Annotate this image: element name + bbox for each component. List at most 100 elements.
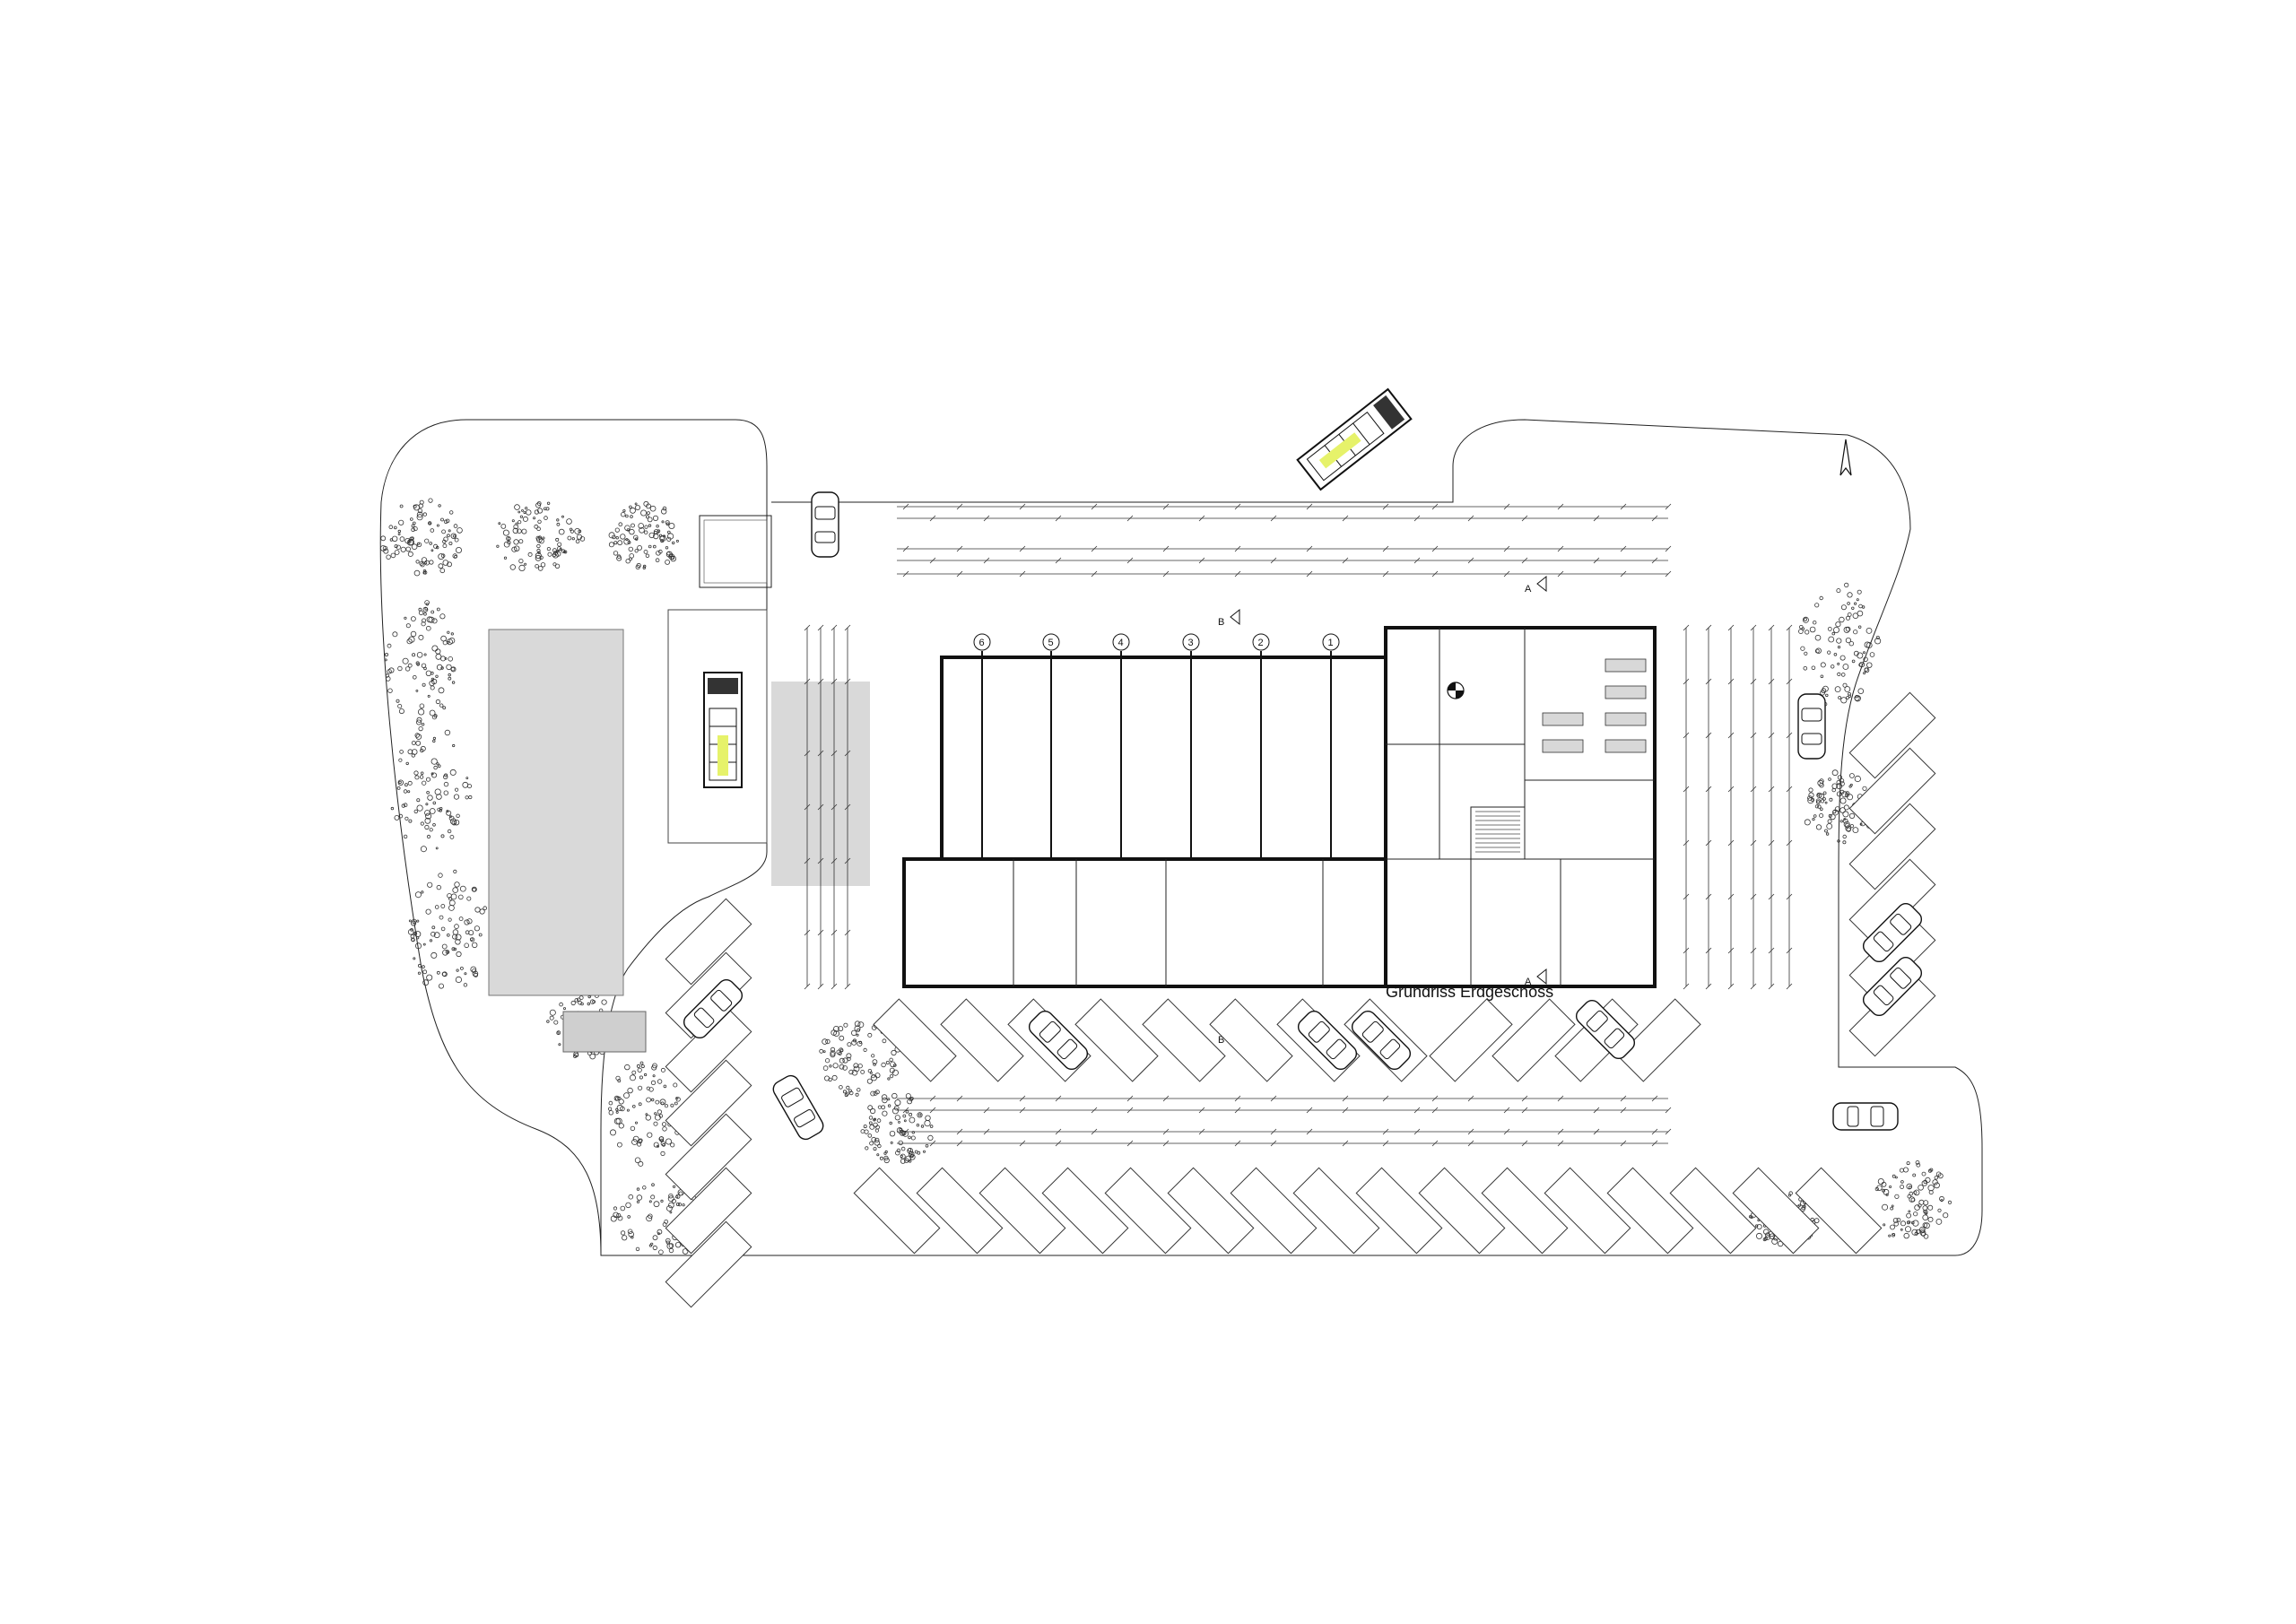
shrub xyxy=(1857,688,1865,694)
parking-space xyxy=(665,898,752,986)
shrub xyxy=(429,939,433,942)
shrub xyxy=(435,699,440,705)
shrub xyxy=(390,806,395,811)
dimension-tick xyxy=(1786,786,1793,793)
dimension-tick xyxy=(1467,1140,1474,1147)
shrub xyxy=(437,764,441,768)
shrub xyxy=(440,904,446,908)
dimension-tick xyxy=(1234,545,1241,552)
shrub xyxy=(1810,797,1815,803)
shrub xyxy=(448,899,456,907)
shrub xyxy=(832,1063,839,1069)
dimension-tick xyxy=(1467,557,1474,564)
shrub xyxy=(428,521,432,525)
dimension-tick xyxy=(1557,570,1564,578)
shrub xyxy=(648,524,652,527)
shrub xyxy=(407,780,413,786)
dimension-tick xyxy=(831,678,838,685)
shrub xyxy=(891,1069,899,1076)
shrub xyxy=(873,1063,876,1066)
shrub xyxy=(436,607,440,612)
shrub xyxy=(507,540,511,545)
shrub xyxy=(399,536,405,542)
dimension-tick xyxy=(817,857,824,864)
shrub xyxy=(900,1159,906,1164)
shrub xyxy=(416,936,420,940)
shrub xyxy=(540,562,546,568)
dimension-tick xyxy=(1126,515,1134,522)
axis-bubble xyxy=(973,633,991,651)
shrub xyxy=(416,543,420,546)
shrub xyxy=(418,634,424,640)
shrub xyxy=(613,1095,620,1101)
shrub xyxy=(894,1115,900,1121)
shrub xyxy=(518,539,524,544)
shrub xyxy=(825,1038,831,1045)
shrub xyxy=(1831,787,1836,793)
shrub xyxy=(411,741,416,745)
shrub xyxy=(1825,832,1830,836)
shrub xyxy=(642,1185,647,1190)
shrub xyxy=(871,1054,875,1058)
shrub xyxy=(1755,1224,1759,1228)
dimension-tick xyxy=(1651,1095,1658,1102)
shrub xyxy=(454,554,457,559)
dimension-tick xyxy=(1019,1095,1026,1102)
shrub xyxy=(1866,642,1873,648)
shrub xyxy=(1840,673,1846,677)
shrub xyxy=(453,820,460,826)
dimension-tick xyxy=(1126,1140,1134,1147)
shrub xyxy=(439,613,446,620)
shrub xyxy=(416,804,423,812)
shrub xyxy=(631,523,635,528)
shrub xyxy=(873,1147,877,1151)
dimension-tick xyxy=(1786,983,1793,990)
shrub xyxy=(882,1097,888,1104)
shrub xyxy=(1900,1185,1905,1189)
shrub xyxy=(536,548,541,553)
shrub xyxy=(637,1067,642,1073)
shrub xyxy=(1842,834,1847,839)
shrub xyxy=(1927,1185,1935,1192)
shrub xyxy=(472,887,476,892)
dimension-tick xyxy=(1768,947,1775,954)
dimension-tick xyxy=(1786,678,1793,685)
shrub xyxy=(1830,664,1835,669)
shrub xyxy=(669,1211,673,1214)
dimension-tick xyxy=(1503,570,1510,578)
dimension-tick xyxy=(902,570,909,578)
shrub xyxy=(448,529,451,533)
shrub xyxy=(464,972,467,976)
shrub xyxy=(846,1053,852,1059)
dimension-tick xyxy=(817,983,824,990)
shrub xyxy=(1925,1177,1931,1184)
shrub xyxy=(876,1118,882,1123)
shrub xyxy=(657,1079,663,1084)
site-boundary-west xyxy=(379,419,602,1256)
shrub xyxy=(566,518,572,525)
shrub xyxy=(844,1093,848,1098)
shrub xyxy=(385,676,391,682)
shrub xyxy=(446,810,452,816)
shrub xyxy=(556,522,561,526)
shrub xyxy=(628,1231,634,1238)
shrub xyxy=(645,553,650,558)
dimension-tick xyxy=(1162,570,1170,578)
dimension-tick xyxy=(956,570,963,578)
shrub xyxy=(449,769,457,776)
shrub xyxy=(664,1220,669,1224)
shrub xyxy=(561,515,564,518)
dimension-tick xyxy=(929,1095,936,1102)
shrub xyxy=(647,1132,653,1138)
dimension-tick xyxy=(1683,839,1690,847)
shrub xyxy=(668,1247,674,1254)
shrub xyxy=(876,1153,880,1157)
car-icon xyxy=(1297,1010,1358,1071)
shrub xyxy=(620,1230,626,1236)
shrub xyxy=(1804,819,1811,826)
shrub xyxy=(426,974,433,981)
shrub xyxy=(398,780,402,785)
parking-space xyxy=(853,1167,941,1255)
shrub xyxy=(1916,1162,1921,1168)
shrub xyxy=(1800,646,1805,651)
